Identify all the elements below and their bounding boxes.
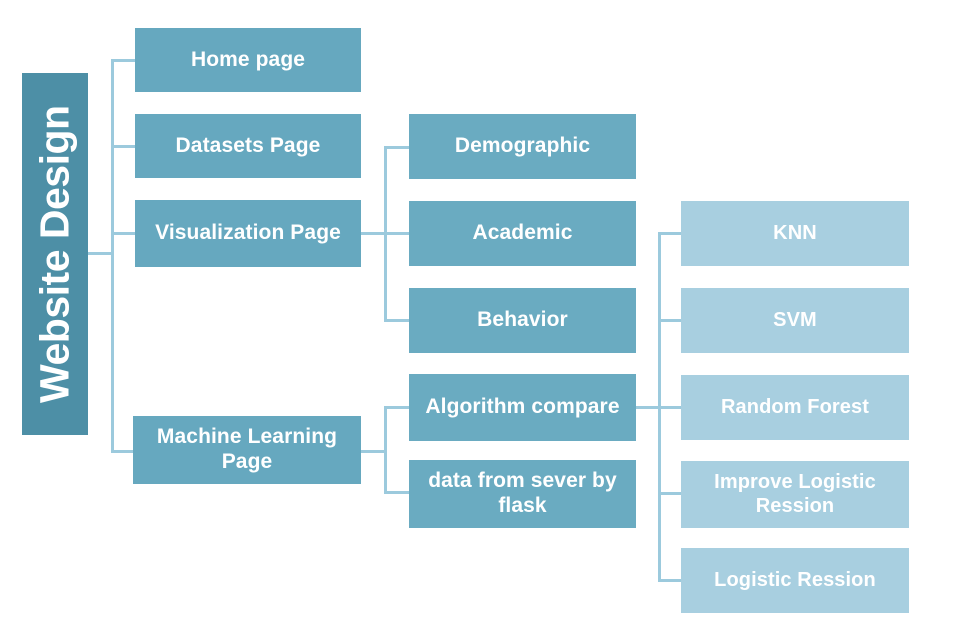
connector-root-stem — [88, 252, 114, 255]
connector-to-home-page — [111, 59, 137, 62]
node-data-from-sever-by-flask-label: data from sever by flask — [428, 469, 617, 517]
node-behavior-label: Behavior — [477, 308, 568, 332]
root-node-website-design[interactable]: Website Design — [22, 73, 88, 435]
connector-to-visualization-page — [111, 232, 137, 235]
node-machine-learning-page-label: Machine Learning Page — [156, 425, 338, 473]
connector-to-machine-learning-page — [111, 450, 137, 453]
connector-to-svm — [658, 319, 684, 322]
connector-to-behavior — [384, 319, 410, 322]
connector-to-improve-logistic-ression — [658, 492, 684, 495]
node-demographic[interactable]: Demographic — [409, 114, 636, 179]
connector-machine-learning-stem — [359, 450, 387, 453]
node-algorithm-compare[interactable]: Algorithm compare — [409, 374, 636, 441]
node-svm-label: SVM — [773, 308, 817, 331]
connector-to-algorithm-compare — [384, 406, 410, 409]
node-logistic-ression-label: Logistic Ression — [714, 568, 876, 591]
node-knn-label: KNN — [773, 221, 817, 244]
node-datasets-page[interactable]: Datasets Page — [135, 114, 361, 178]
connector-machine-learning-spine — [384, 406, 387, 494]
node-random-forest-label: Random Forest — [721, 395, 869, 418]
node-logistic-ression[interactable]: Logistic Ression — [681, 548, 909, 613]
node-improve-logistic-ression[interactable]: Improve Logistic Ression — [681, 461, 909, 528]
node-home-page-label: Home page — [190, 47, 306, 71]
node-improve-logistic-ression-label: Improve Logistic Ression — [714, 470, 876, 517]
node-visualization-page-label: Visualization Page — [155, 221, 341, 245]
node-academic-label: Academic — [472, 221, 573, 245]
node-knn[interactable]: KNN — [681, 201, 909, 266]
node-random-forest[interactable]: Random Forest — [681, 375, 909, 440]
node-demographic-label: Demographic — [454, 134, 591, 158]
node-behavior[interactable]: Behavior — [409, 288, 636, 353]
connector-to-demographic — [384, 146, 410, 149]
node-home-page[interactable]: Home page — [135, 28, 361, 92]
root-node-label: Website Design — [31, 105, 78, 403]
node-data-from-sever-by-flask[interactable]: data from sever by flask — [409, 460, 636, 528]
connector-to-random-forest — [658, 406, 684, 409]
connector-to-data-from-sever — [384, 491, 410, 494]
connector-to-logistic-ression — [658, 579, 684, 582]
connector-to-knn — [658, 232, 684, 235]
node-machine-learning-page[interactable]: Machine Learning Page — [133, 416, 361, 484]
node-academic[interactable]: Academic — [409, 201, 636, 266]
node-datasets-page-label: Datasets Page — [175, 133, 321, 157]
node-svm[interactable]: SVM — [681, 288, 909, 353]
connector-algorithm-compare-stem — [633, 406, 661, 409]
connector-visualization-stem — [359, 232, 387, 235]
connector-to-academic — [384, 232, 410, 235]
node-algorithm-compare-label: Algorithm compare — [425, 395, 620, 419]
node-visualization-page[interactable]: Visualization Page — [135, 200, 361, 267]
connector-to-datasets-page — [111, 145, 137, 148]
connector-level2-spine — [111, 59, 114, 453]
